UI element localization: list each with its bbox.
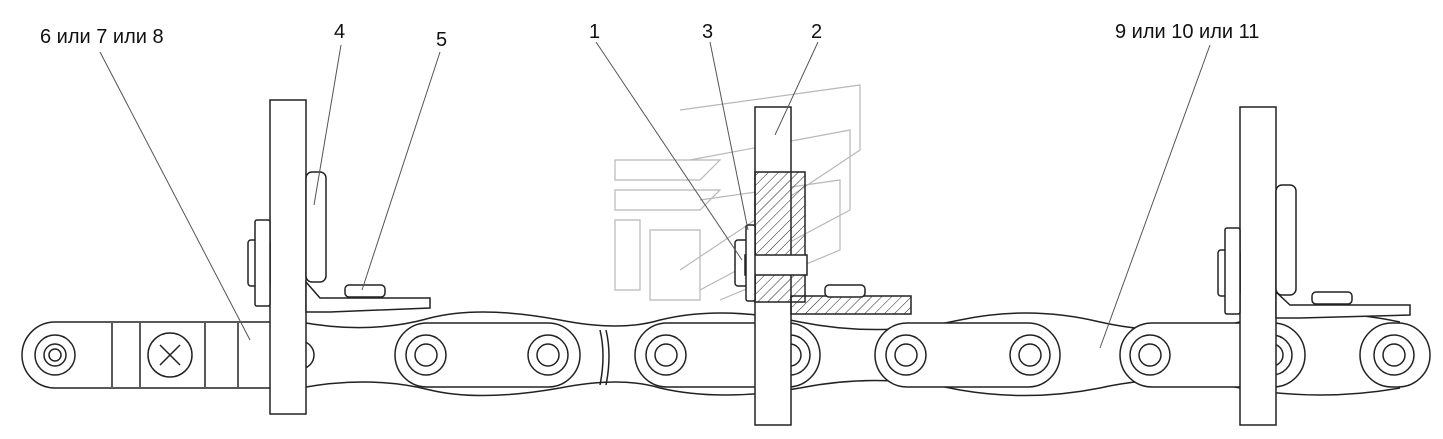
leader-line-1: [595, 41, 743, 261]
leader-line-91011: [1099, 44, 1211, 349]
right-flight-assembly: [1217, 106, 1411, 426]
left-flight-plate: [269, 99, 307, 415]
leader-line-5: [361, 51, 441, 291]
middle-angle-shelf-section: [790, 295, 912, 315]
chain-roller: [527, 334, 569, 376]
right-shelf-stud: [1311, 291, 1353, 305]
label-1: 1: [589, 21, 601, 43]
chain-roller: [1373, 334, 1415, 376]
leader-lines: [99, 41, 1211, 349]
leader-line-4: [313, 44, 342, 206]
label-4: 4: [334, 21, 346, 43]
leader-line-2: [774, 41, 819, 136]
left-angle-shelf: [305, 280, 431, 313]
right-angle-shelf: [1275, 290, 1411, 319]
chain-roller: [1129, 334, 1171, 376]
leader-line-678: [99, 51, 251, 341]
left-shelf-stud: [344, 284, 386, 298]
label-6-7-8: 6 или 7 или 8: [40, 26, 164, 48]
chain-link-plate: [394, 322, 581, 388]
right-bolt-nut: [1224, 227, 1241, 315]
chain-break-mark: [599, 329, 604, 386]
right-flight-plate: [1239, 106, 1277, 426]
connecting-link: [21, 319, 315, 391]
right-bracket: [1275, 184, 1297, 296]
middle-flight-assembly: [734, 106, 912, 426]
chain-roller: [405, 334, 447, 376]
leader-line-3: [709, 41, 749, 231]
left-flight-assembly: [247, 99, 431, 415]
middle-bolt-shank: [744, 254, 808, 276]
left-bolt-nut: [254, 219, 271, 307]
middle-washer: [745, 224, 756, 302]
label-3: 3: [702, 21, 714, 43]
chain-roller: [645, 334, 687, 376]
label-2: 2: [811, 21, 823, 43]
chain-roller: [885, 334, 927, 376]
chain-roller: [1009, 334, 1051, 376]
label-5: 5: [436, 29, 448, 51]
chain-link-plate: [874, 322, 1061, 388]
label-9-10-11: 9 или 10 или 11: [1115, 21, 1260, 43]
middle-bracket-section: [754, 171, 806, 303]
middle-shelf-stud: [824, 284, 866, 298]
left-bracket: [305, 171, 327, 283]
